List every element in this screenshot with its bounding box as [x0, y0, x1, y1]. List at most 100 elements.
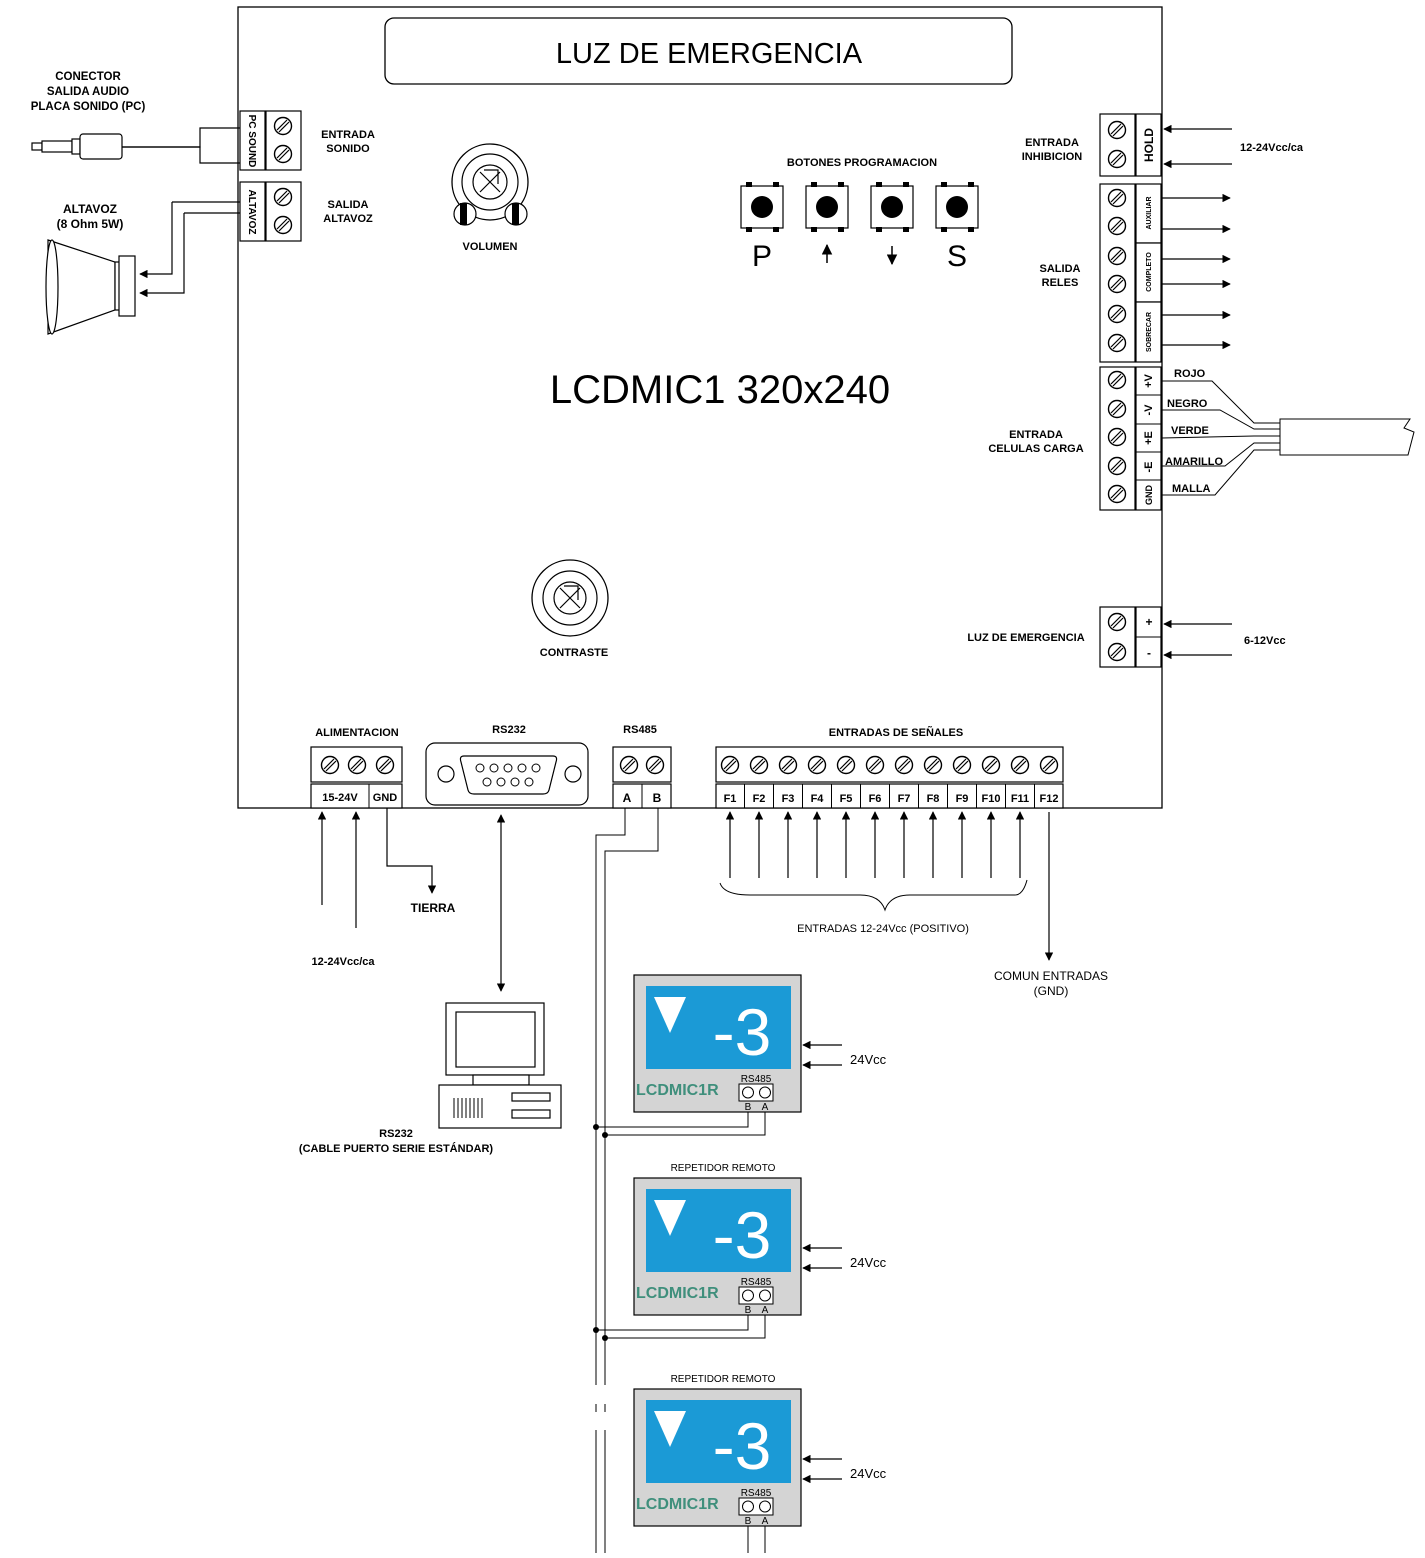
repeater-supply: 24Vcc	[850, 1255, 887, 1270]
signal-terminal	[715, 746, 1064, 783]
signal-screw	[720, 755, 740, 775]
signal-screw	[1010, 755, 1030, 775]
volumen-knob[interactable]	[451, 143, 529, 226]
computer-icon	[438, 1002, 562, 1129]
pin-neg-e: -E	[1143, 462, 1155, 473]
repeater-pin-a: A	[762, 1102, 769, 1113]
altavoz-tag-label: ALTAVOZ	[246, 190, 257, 235]
signal-screw	[952, 755, 972, 775]
relay-auxiliar: AUXILIAR	[1146, 196, 1153, 229]
button-p-label: P	[752, 240, 772, 273]
alimentacion-label: ALIMENTACION	[315, 727, 399, 739]
signal-pin-f8: F8	[927, 793, 940, 805]
pc-label-2: (CABLE PUERTO SERIE ESTÁNDAR)	[299, 1142, 493, 1155]
reles-1: SALIDA	[1040, 263, 1081, 275]
signal-pin-f4: F4	[811, 793, 825, 805]
repeater-pin-b: B	[745, 1305, 752, 1316]
signal-screw	[865, 755, 885, 775]
pin-gnd: GND	[1144, 485, 1154, 506]
entradas-positivo-label: ENTRADAS 12-24Vcc (POSITIVO)	[797, 923, 969, 935]
repeater-supply: 24Vcc	[850, 1466, 887, 1481]
cell-cable	[1161, 380, 1415, 496]
rs485-pin-a: A	[623, 791, 632, 805]
entradas-label: ENTRADAS DE SEÑALES	[829, 726, 963, 739]
hold-voltage: 12-24Vcc/ca	[1240, 142, 1304, 154]
title-box	[384, 17, 1013, 85]
relay-sobrecar: SOBRECAR	[1146, 312, 1153, 352]
rs485-label: RS485	[623, 724, 657, 736]
signal-screw	[894, 755, 914, 775]
rs232-connector[interactable]	[425, 742, 589, 806]
down-triangle-icon	[654, 1411, 686, 1447]
repeater-pin-b: B	[745, 1102, 752, 1113]
repeater-rs485-label: RS485	[741, 1074, 772, 1085]
signal-screw	[836, 755, 856, 775]
comun-label-1: COMUN ENTRADAS	[994, 969, 1108, 983]
pc-label-1: RS232	[379, 1128, 413, 1140]
repeater-rs485-label: RS485	[741, 1277, 772, 1288]
rs232-label: RS232	[492, 724, 526, 736]
audio-connector-label: CONECTOR SALIDA AUDIO PLACA SONIDO (PC)	[31, 71, 146, 113]
signal-pin-f12: F12	[1040, 793, 1059, 805]
down-triangle-icon	[654, 997, 686, 1033]
button-s-label: S	[947, 240, 967, 273]
repeater-display-value: -3	[713, 995, 772, 1069]
button-p[interactable]	[740, 182, 784, 232]
connector-line-1: CONECTOR	[55, 71, 121, 83]
signal-pin-f3: F3	[782, 793, 795, 805]
signal-screw	[778, 755, 798, 775]
main-board	[237, 6, 1163, 809]
volumen-label: VOLUMEN	[463, 241, 518, 253]
repeater-pin-a: A	[762, 1305, 769, 1316]
power-pin-gnd: GND	[373, 792, 398, 804]
altavoz-tag	[239, 181, 266, 242]
repeater-model: LCDMIC1R	[636, 1082, 719, 1099]
luz-pin-plus: +	[1145, 615, 1152, 629]
down-triangle-icon	[654, 1200, 686, 1236]
repeater-model: LCDMIC1R	[636, 1285, 719, 1302]
button-down[interactable]	[870, 182, 914, 232]
signal-pin-f11: F11	[1011, 793, 1029, 805]
pin-pos-e: +E	[1143, 431, 1155, 445]
wire-rojo: ROJO	[1174, 368, 1206, 380]
entrada-sonido-1: ENTRADA	[321, 129, 375, 141]
signal-screw	[923, 755, 943, 775]
repeater-title: REPETIDOR REMOTO	[671, 1163, 776, 1174]
pin-pos-v: +V	[1143, 373, 1155, 387]
programming-buttons: P S	[740, 182, 979, 273]
hold-label: HOLD	[1142, 128, 1156, 162]
power-voltage-label: 12-24Vcc/ca	[312, 956, 376, 968]
button-s[interactable]	[935, 182, 979, 232]
rs485-bus	[595, 808, 659, 1553]
repeater-pin-b: B	[745, 1516, 752, 1527]
pin-neg-v: -V	[1143, 404, 1155, 416]
wire-amarillo: AMARILLO	[1165, 456, 1223, 468]
repeater-display-value: -3	[713, 1409, 772, 1483]
reles-2: RELES	[1042, 277, 1079, 289]
inhibicion-2: INHIBICION	[1022, 151, 1083, 163]
button-up[interactable]	[805, 182, 849, 232]
wire-verde: VERDE	[1171, 425, 1209, 437]
wire-negro: NEGRO	[1167, 398, 1208, 410]
contraste-knob[interactable]	[531, 559, 609, 637]
signal-screw	[749, 755, 769, 775]
repeater-title: REPETIDOR REMOTO	[671, 1374, 776, 1385]
luz-pin-minus: -	[1147, 646, 1151, 660]
contraste-label: CONTRASTE	[540, 647, 608, 659]
signal-brace	[719, 879, 1028, 912]
repeater-rs485-label: RS485	[741, 1488, 772, 1499]
signal-screw	[1039, 755, 1059, 775]
page-title: LUZ DE EMERGENCIA	[556, 38, 863, 70]
buttons-title: BOTONES PROGRAMACION	[787, 157, 937, 169]
rs485-pin-b: B	[653, 791, 662, 805]
signal-screw	[807, 755, 827, 775]
relay-completo: COMPLETO	[1146, 252, 1153, 292]
signal-input-arrows	[725, 811, 1025, 878]
speaker-label-2: (8 Ohm 5W)	[57, 217, 124, 231]
relay-terminal	[1099, 183, 1136, 363]
speaker-label-1: ALTAVOZ	[63, 202, 117, 216]
repeater-supply: 24Vcc	[850, 1052, 887, 1067]
